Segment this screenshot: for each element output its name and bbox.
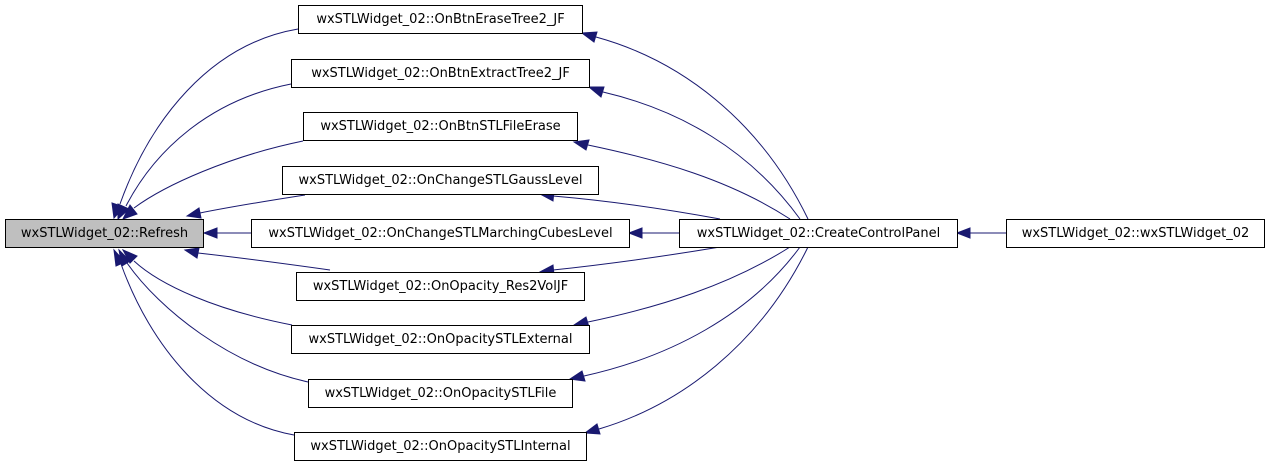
edge-opacity-internal-to-refresh: [113, 248, 295, 436]
edge-create-panel-to-opacity-res2vol: [538, 246, 721, 276]
node-constructor[interactable]: wxSTLWidget_02::wxSTLWidget_02: [1006, 219, 1265, 248]
nodes: wxSTLWidget_02::Refresh wxSTLWidget_02::…: [5, 5, 1265, 461]
node-opacity-external-box: [291, 325, 590, 354]
edge-create-panel-to-extract-tree: [587, 86, 801, 220]
node-opacity-external-label: wxSTLWidget_02::OnOpacitySTLExternal: [309, 332, 573, 347]
node-opacity-external[interactable]: wxSTLWidget_02::OnOpacitySTLExternal: [291, 325, 590, 354]
node-constructor-box: [1006, 219, 1265, 248]
edge-create-panel-to-stl-file-erase: [572, 139, 791, 220]
node-gauss-level-label: wxSTLWidget_02::OnChangeSTLGaussLevel: [299, 173, 583, 188]
node-marching-cubes[interactable]: wxSTLWidget_02::OnChangeSTLMarchingCubes…: [251, 219, 630, 248]
edges: [111, 28, 1006, 436]
node-create-panel-box: [679, 219, 958, 248]
edge-create-panel-to-erase-tree: [580, 31, 809, 220]
node-extract-tree-label: wxSTLWidget_02::OnBtnExtractTree2_JF: [311, 66, 570, 81]
node-opacity-res2vol-box: [296, 272, 585, 301]
edge-opacity-file-to-refresh: [118, 248, 309, 383]
edge-marching-cubes-to-refresh: [202, 227, 251, 239]
node-opacity-internal[interactable]: wxSTLWidget_02::OnOpacitySTLInternal: [294, 432, 587, 461]
node-create-panel-label: wxSTLWidget_02::CreateControlPanel: [697, 226, 940, 241]
node-create-panel[interactable]: wxSTLWidget_02::CreateControlPanel: [679, 219, 958, 248]
node-extract-tree-box: [291, 59, 590, 88]
edge-create-panel-to-opacity-external: [572, 246, 791, 328]
edge-create-panel-to-gauss-level: [538, 190, 721, 220]
node-opacity-res2vol[interactable]: wxSTLWidget_02::OnOpacity_Res2VolJF: [296, 272, 585, 301]
node-gauss-level[interactable]: wxSTLWidget_02::OnChangeSTLGaussLevel: [282, 166, 599, 195]
node-extract-tree[interactable]: wxSTLWidget_02::OnBtnExtractTree2_JF: [291, 59, 590, 88]
node-refresh[interactable]: wxSTLWidget_02::Refresh: [5, 219, 204, 248]
node-erase-tree-label: wxSTLWidget_02::OnBtnEraseTree2_JF: [316, 12, 564, 27]
edge-constructor-to-create-panel: [955, 227, 1006, 239]
edge-extract-tree-to-refresh: [117, 83, 292, 221]
node-erase-tree-box: [298, 5, 583, 34]
node-erase-tree[interactable]: wxSTLWidget_02::OnBtnEraseTree2_JF: [298, 5, 583, 34]
node-opacity-res2vol-label: wxSTLWidget_02::OnOpacity_Res2VolJF: [313, 279, 568, 294]
node-opacity-file-box: [308, 379, 573, 408]
node-gauss-level-box: [282, 166, 599, 195]
edge-create-panel-to-opacity-internal: [583, 246, 809, 435]
node-marching-cubes-box: [251, 219, 630, 248]
edge-opacity-external-to-refresh: [121, 248, 293, 326]
node-stl-file-erase-box: [303, 112, 578, 141]
node-marching-cubes-label: wxSTLWidget_02::OnChangeSTLMarchingCubes…: [268, 226, 612, 241]
edge-create-panel-to-opacity-file: [568, 246, 801, 382]
node-stl-file-erase[interactable]: wxSTLWidget_02::OnBtnSTLFileErase: [303, 112, 578, 141]
node-opacity-file[interactable]: wxSTLWidget_02::OnOpacitySTLFile: [308, 379, 573, 408]
edge-erase-tree-to-refresh: [111, 28, 299, 220]
edge-stl-file-erase-to-refresh: [121, 140, 304, 220]
edge-gauss-level-to-refresh: [185, 194, 306, 219]
node-opacity-file-label: wxSTLWidget_02::OnOpacitySTLFile: [325, 386, 557, 401]
node-opacity-internal-label: wxSTLWidget_02::OnOpacitySTLInternal: [310, 439, 570, 454]
node-refresh-box: [5, 219, 204, 248]
node-stl-file-erase-label: wxSTLWidget_02::OnBtnSTLFileErase: [320, 119, 560, 134]
node-refresh-label: wxSTLWidget_02::Refresh: [21, 226, 188, 241]
node-opacity-internal-box: [294, 432, 587, 461]
edge-create-panel-to-marching-cubes: [627, 227, 679, 239]
node-constructor-label: wxSTLWidget_02::wxSTLWidget_02: [1022, 226, 1250, 241]
edge-opacity-res2vol-to-refresh: [183, 247, 331, 271]
